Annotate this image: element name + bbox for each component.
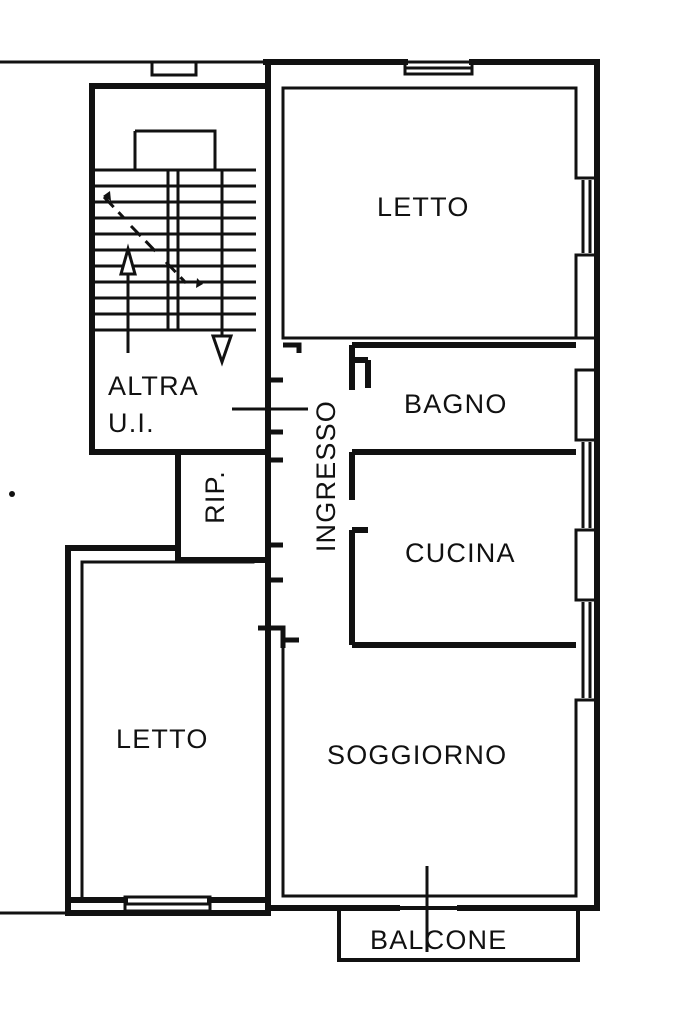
room-label-letto-top: LETTO <box>377 192 470 222</box>
door-jambs <box>258 342 302 648</box>
room-label-ingresso: INGRESSO <box>311 400 341 553</box>
annotation-altra-line1: ALTRA <box>108 371 200 401</box>
room-label-bagno: BAGNO <box>404 389 508 419</box>
stair-landing-outline <box>133 129 217 170</box>
room-label-soggiorno: SOGGIORNO <box>327 740 508 770</box>
stair-down-arrow <box>210 170 234 367</box>
window-bottom-wall <box>123 895 212 913</box>
break-arrow-head-2 <box>196 278 203 288</box>
window-right-2 <box>576 438 597 532</box>
stair-break-line <box>102 195 188 285</box>
window-right-4 <box>576 336 597 372</box>
window-right-1 <box>576 176 597 257</box>
bagno-walls <box>349 342 576 500</box>
window-group-right-wall <box>576 176 597 702</box>
annotation-altra-line2: U.I. <box>108 408 155 439</box>
annotation-altra-ui: ALTRA U.I. <box>108 368 199 443</box>
staircase <box>92 129 256 367</box>
stair-stringer <box>166 170 180 330</box>
room-label-rip: RIP. <box>200 470 230 524</box>
room-label-balcone: BALCONE <box>370 925 508 955</box>
room-label-letto-bottom: LETTO <box>116 724 209 754</box>
thin-lines <box>0 60 268 915</box>
window-right-3 <box>576 598 597 702</box>
stair-treads <box>92 168 256 332</box>
balcony <box>337 906 580 962</box>
window-stairwell-top <box>150 60 198 77</box>
room-label-cucina: CUCINA <box>405 538 516 568</box>
break-arrow-head <box>103 191 111 201</box>
window-top-wall <box>403 60 474 76</box>
reference-dot <box>9 491 15 497</box>
cucina-walls <box>349 527 576 648</box>
stair-up-arrow <box>119 243 137 353</box>
wall-inner-faces <box>80 86 578 902</box>
